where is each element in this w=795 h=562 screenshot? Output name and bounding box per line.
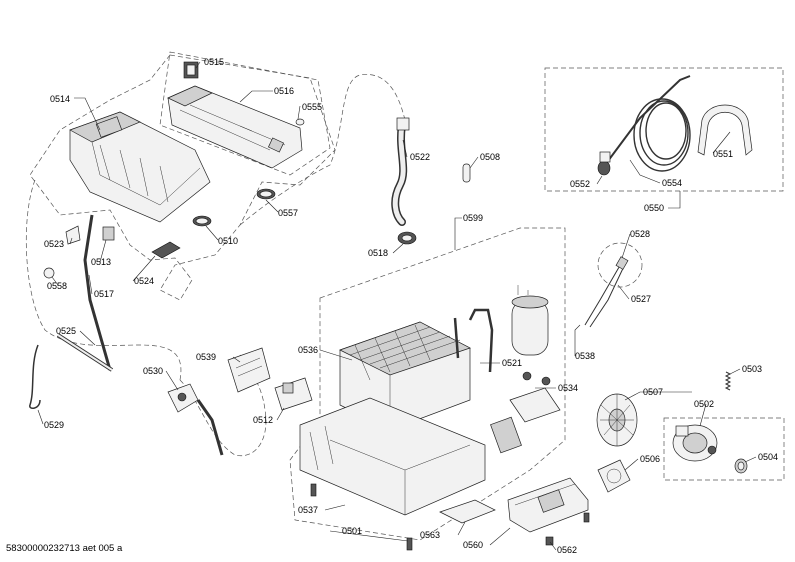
temperature-sensor-art: [584, 256, 629, 328]
label-0560: 0560: [463, 540, 483, 550]
label-0502: 0502: [694, 399, 714, 409]
valve-art: [274, 377, 313, 411]
fan-cover-art: [597, 459, 631, 493]
hose-connector-art: [597, 151, 611, 176]
label-0551: 0551: [713, 149, 733, 159]
group-outline-accessories: [544, 67, 784, 192]
label-0555: 0555: [302, 102, 322, 112]
hose-holder-art: [697, 104, 753, 156]
label-0522: 0522: [410, 152, 430, 162]
clip-0523-art: [65, 225, 81, 245]
label-0529: 0529: [44, 420, 64, 430]
compressor-art: [511, 285, 549, 356]
spring-art: [724, 371, 732, 391]
label-0558: 0558: [47, 281, 67, 291]
pin-0508-art: [462, 163, 471, 183]
bracket-art: [183, 61, 199, 79]
mount-plate-art: [509, 371, 561, 423]
fan-wheel-art: [596, 393, 638, 447]
pump-art: [167, 383, 224, 456]
screw-art: [310, 483, 413, 551]
label-0513: 0513: [91, 257, 111, 267]
label-0506: 0506: [640, 454, 660, 464]
top-cover-art: [167, 85, 303, 169]
label-0515: 0515: [204, 57, 224, 67]
label-0525: 0525: [56, 326, 76, 336]
label-0521: 0521: [502, 358, 522, 368]
pipe-0517-art: [83, 214, 112, 371]
document-id: 58300000232713 aet 005 a: [6, 543, 123, 554]
label-0552: 0552: [570, 179, 590, 189]
small-cap-art: [295, 118, 305, 126]
label-0599: 0599: [463, 213, 483, 223]
bracket-0539-art: [227, 347, 271, 393]
motor-art: [672, 424, 718, 462]
label-0501: 0501: [342, 526, 362, 536]
group-outline-sensor: [597, 242, 643, 288]
electronics-module-art: [507, 477, 589, 533]
label-0563: 0563: [420, 530, 440, 540]
label-0517: 0517: [94, 289, 114, 299]
parts-artwork: [29, 61, 753, 551]
label-0562: 0562: [557, 545, 577, 555]
filter-seal-art: [151, 241, 181, 259]
sensor-0513-art: [102, 226, 115, 241]
label-0536: 0536: [298, 345, 318, 355]
label-0518: 0518: [368, 248, 388, 258]
group-outline-top-cover: [159, 51, 331, 176]
label-0538: 0538: [575, 351, 595, 361]
group-outline-hose-loop: [239, 74, 406, 226]
label-0508: 0508: [480, 152, 500, 162]
wire-0529-art: [29, 344, 41, 410]
label-0507: 0507: [643, 387, 663, 397]
label-0504: 0504: [758, 452, 778, 462]
label-0516: 0516: [274, 86, 294, 96]
label-0539: 0539: [196, 352, 216, 362]
label-0514: 0514: [50, 94, 70, 104]
label-0528: 0528: [630, 229, 650, 239]
label-0557: 0557: [278, 208, 298, 218]
label-0527: 0527: [631, 294, 651, 304]
label-0537: 0537: [298, 505, 318, 515]
label-0554: 0554: [662, 178, 682, 188]
leader-lines: [37, 61, 757, 551]
group-outline-condenser-housing: [29, 54, 336, 301]
label-0530: 0530: [143, 366, 163, 376]
tray-art: [439, 499, 496, 524]
label-0503: 0503: [742, 364, 762, 374]
part-labels: 0514 0515 0516 0555 0557 0510 0522 0508 …: [44, 57, 778, 555]
label-0523: 0523: [44, 239, 64, 249]
group-outline-motor: [663, 417, 785, 481]
pipe-assembly-art: [468, 308, 494, 373]
label-0524: 0524: [134, 276, 154, 286]
condenser-housing-art: [69, 111, 211, 223]
small-part-0558-art: [43, 267, 55, 279]
label-0512: 0512: [253, 415, 273, 425]
label-0510: 0510: [218, 236, 238, 246]
connector-0562-art: [545, 536, 554, 546]
label-0550: 0550: [644, 203, 664, 213]
coiled-hose-art: [604, 75, 691, 172]
base-chassis-art: [299, 397, 522, 516]
label-0534: 0534: [558, 383, 578, 393]
